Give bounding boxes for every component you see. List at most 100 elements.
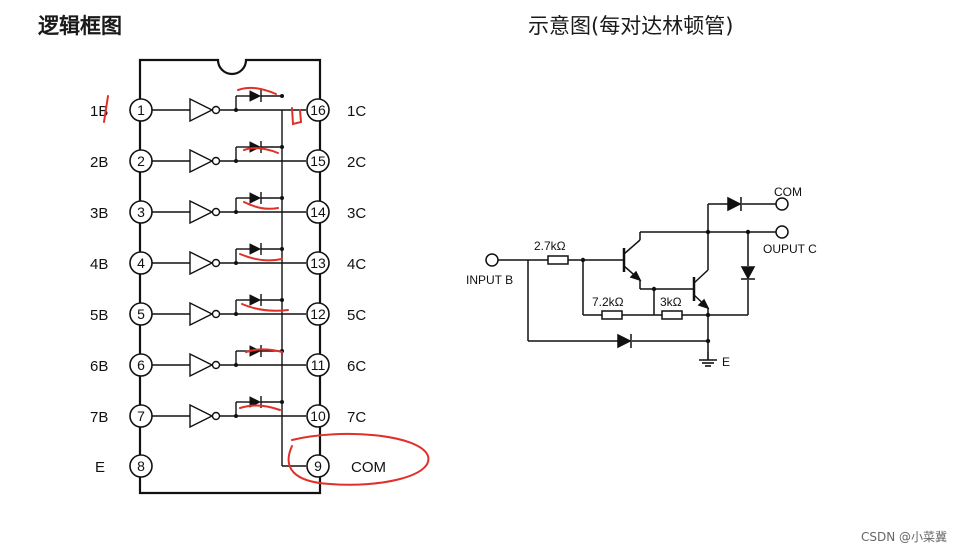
pin-13: 13 4C <box>306 251 366 275</box>
inverter-bubble <box>211 207 221 217</box>
clamp-diode <box>249 294 262 306</box>
junction-dot <box>280 247 284 251</box>
junction-dot <box>234 363 238 367</box>
pin-label: 1B <box>90 103 108 120</box>
output-c-label: OUPUT C <box>763 242 817 256</box>
q1-emitter-arrow <box>629 270 642 282</box>
com-terminal <box>775 197 789 211</box>
junction-dot <box>234 108 238 112</box>
red-annotations <box>103 86 430 486</box>
junction-dot <box>234 312 238 316</box>
clamp-diode <box>249 90 262 102</box>
pin-number: 14 <box>310 204 326 220</box>
bottom-diode <box>617 333 632 349</box>
pin-label: 1C <box>347 103 366 120</box>
junction-dot <box>280 400 284 404</box>
junction-dot <box>280 196 284 200</box>
pin-12: 12 5C <box>306 302 366 326</box>
inverter-buffer <box>189 97 214 123</box>
clamp-diode <box>249 141 262 153</box>
inverter-buffer <box>189 352 214 378</box>
pin-number: 8 <box>137 458 145 474</box>
pin-label: COM <box>351 459 386 476</box>
pin-5: 5B 5 <box>90 302 153 326</box>
junction-dot <box>280 94 284 98</box>
pin-number: 5 <box>137 306 145 322</box>
pin-10: 10 7C <box>306 404 366 428</box>
junction-dot <box>580 257 586 263</box>
junction-dot <box>651 286 657 292</box>
pin-number: 10 <box>310 408 326 424</box>
inverter-bubble <box>211 156 221 166</box>
junction-dot <box>745 229 751 235</box>
junction-dot <box>705 229 711 235</box>
annotation-stroke-diode7 <box>239 404 281 411</box>
inverter-bubble <box>211 309 221 319</box>
pin-label: 4B <box>90 256 108 273</box>
pin-number: 12 <box>310 306 326 322</box>
pin-number: 2 <box>137 153 145 169</box>
pin-label: 4C <box>347 256 366 273</box>
junction-dot <box>234 414 238 418</box>
r3-value-label: 3kΩ <box>660 295 682 309</box>
inverter-buffer <box>189 199 214 225</box>
com-label: COM <box>774 185 802 199</box>
pin-number: 16 <box>310 102 326 118</box>
pin-label: 3B <box>90 205 108 222</box>
q1-collector <box>623 239 641 255</box>
annotation-tick-pin1 <box>103 95 109 123</box>
pin-label: 7B <box>90 409 108 426</box>
clamp-diode <box>740 266 756 280</box>
resistor-r1 <box>547 255 569 265</box>
pin-number: 11 <box>311 357 326 373</box>
pin-label: 2C <box>347 154 366 171</box>
schematic-diodes <box>617 196 756 349</box>
pin-number: 13 <box>310 255 326 271</box>
darlington-schematic <box>485 197 789 352</box>
q2-collector <box>693 269 709 284</box>
junction-dot <box>234 261 238 265</box>
pin-label: 6C <box>347 358 366 375</box>
pin-label: 2B <box>90 154 108 171</box>
driver-channels <box>152 90 306 429</box>
annotation-stroke-diode3 <box>243 201 279 210</box>
clamp-diode <box>249 243 262 255</box>
pin-label: E <box>95 459 105 476</box>
annotation-stroke-diode4 <box>239 253 283 262</box>
pin-number: 7 <box>137 408 145 424</box>
schematic-title: 示意图(每对达林顿管) <box>528 14 734 38</box>
emitter-e-label: E <box>722 355 730 369</box>
junction-dot <box>280 145 284 149</box>
watermark: CSDN @小菜冀 <box>860 530 947 544</box>
pin-number: 6 <box>137 357 145 373</box>
pin-label: 7C <box>347 409 366 426</box>
annotation-hook-pin16 <box>291 107 303 126</box>
pin-label: 5C <box>347 307 366 324</box>
pin-14: 14 3C <box>306 200 366 224</box>
inverter-bubble <box>211 105 221 115</box>
pin-7: 7B 7 <box>90 404 153 428</box>
inverter-buffer <box>189 403 214 429</box>
ic-package-outline <box>138 58 322 495</box>
pin-2: 2B 2 <box>90 149 153 173</box>
pin-label: 5B <box>90 307 108 324</box>
q2-emitter-arrow <box>697 298 710 310</box>
junction-dot <box>234 210 238 214</box>
pin-number: 1 <box>137 102 145 118</box>
inverter-buffer <box>189 148 214 174</box>
input-b-label: INPUT B <box>466 273 513 287</box>
pin-label: 3C <box>347 205 366 222</box>
junction-dot <box>234 159 238 163</box>
annotation-circle-com <box>287 432 430 486</box>
com-diode <box>727 196 742 212</box>
input-terminal <box>485 253 499 267</box>
junction-dot <box>705 312 711 318</box>
clamp-diode <box>249 192 262 204</box>
